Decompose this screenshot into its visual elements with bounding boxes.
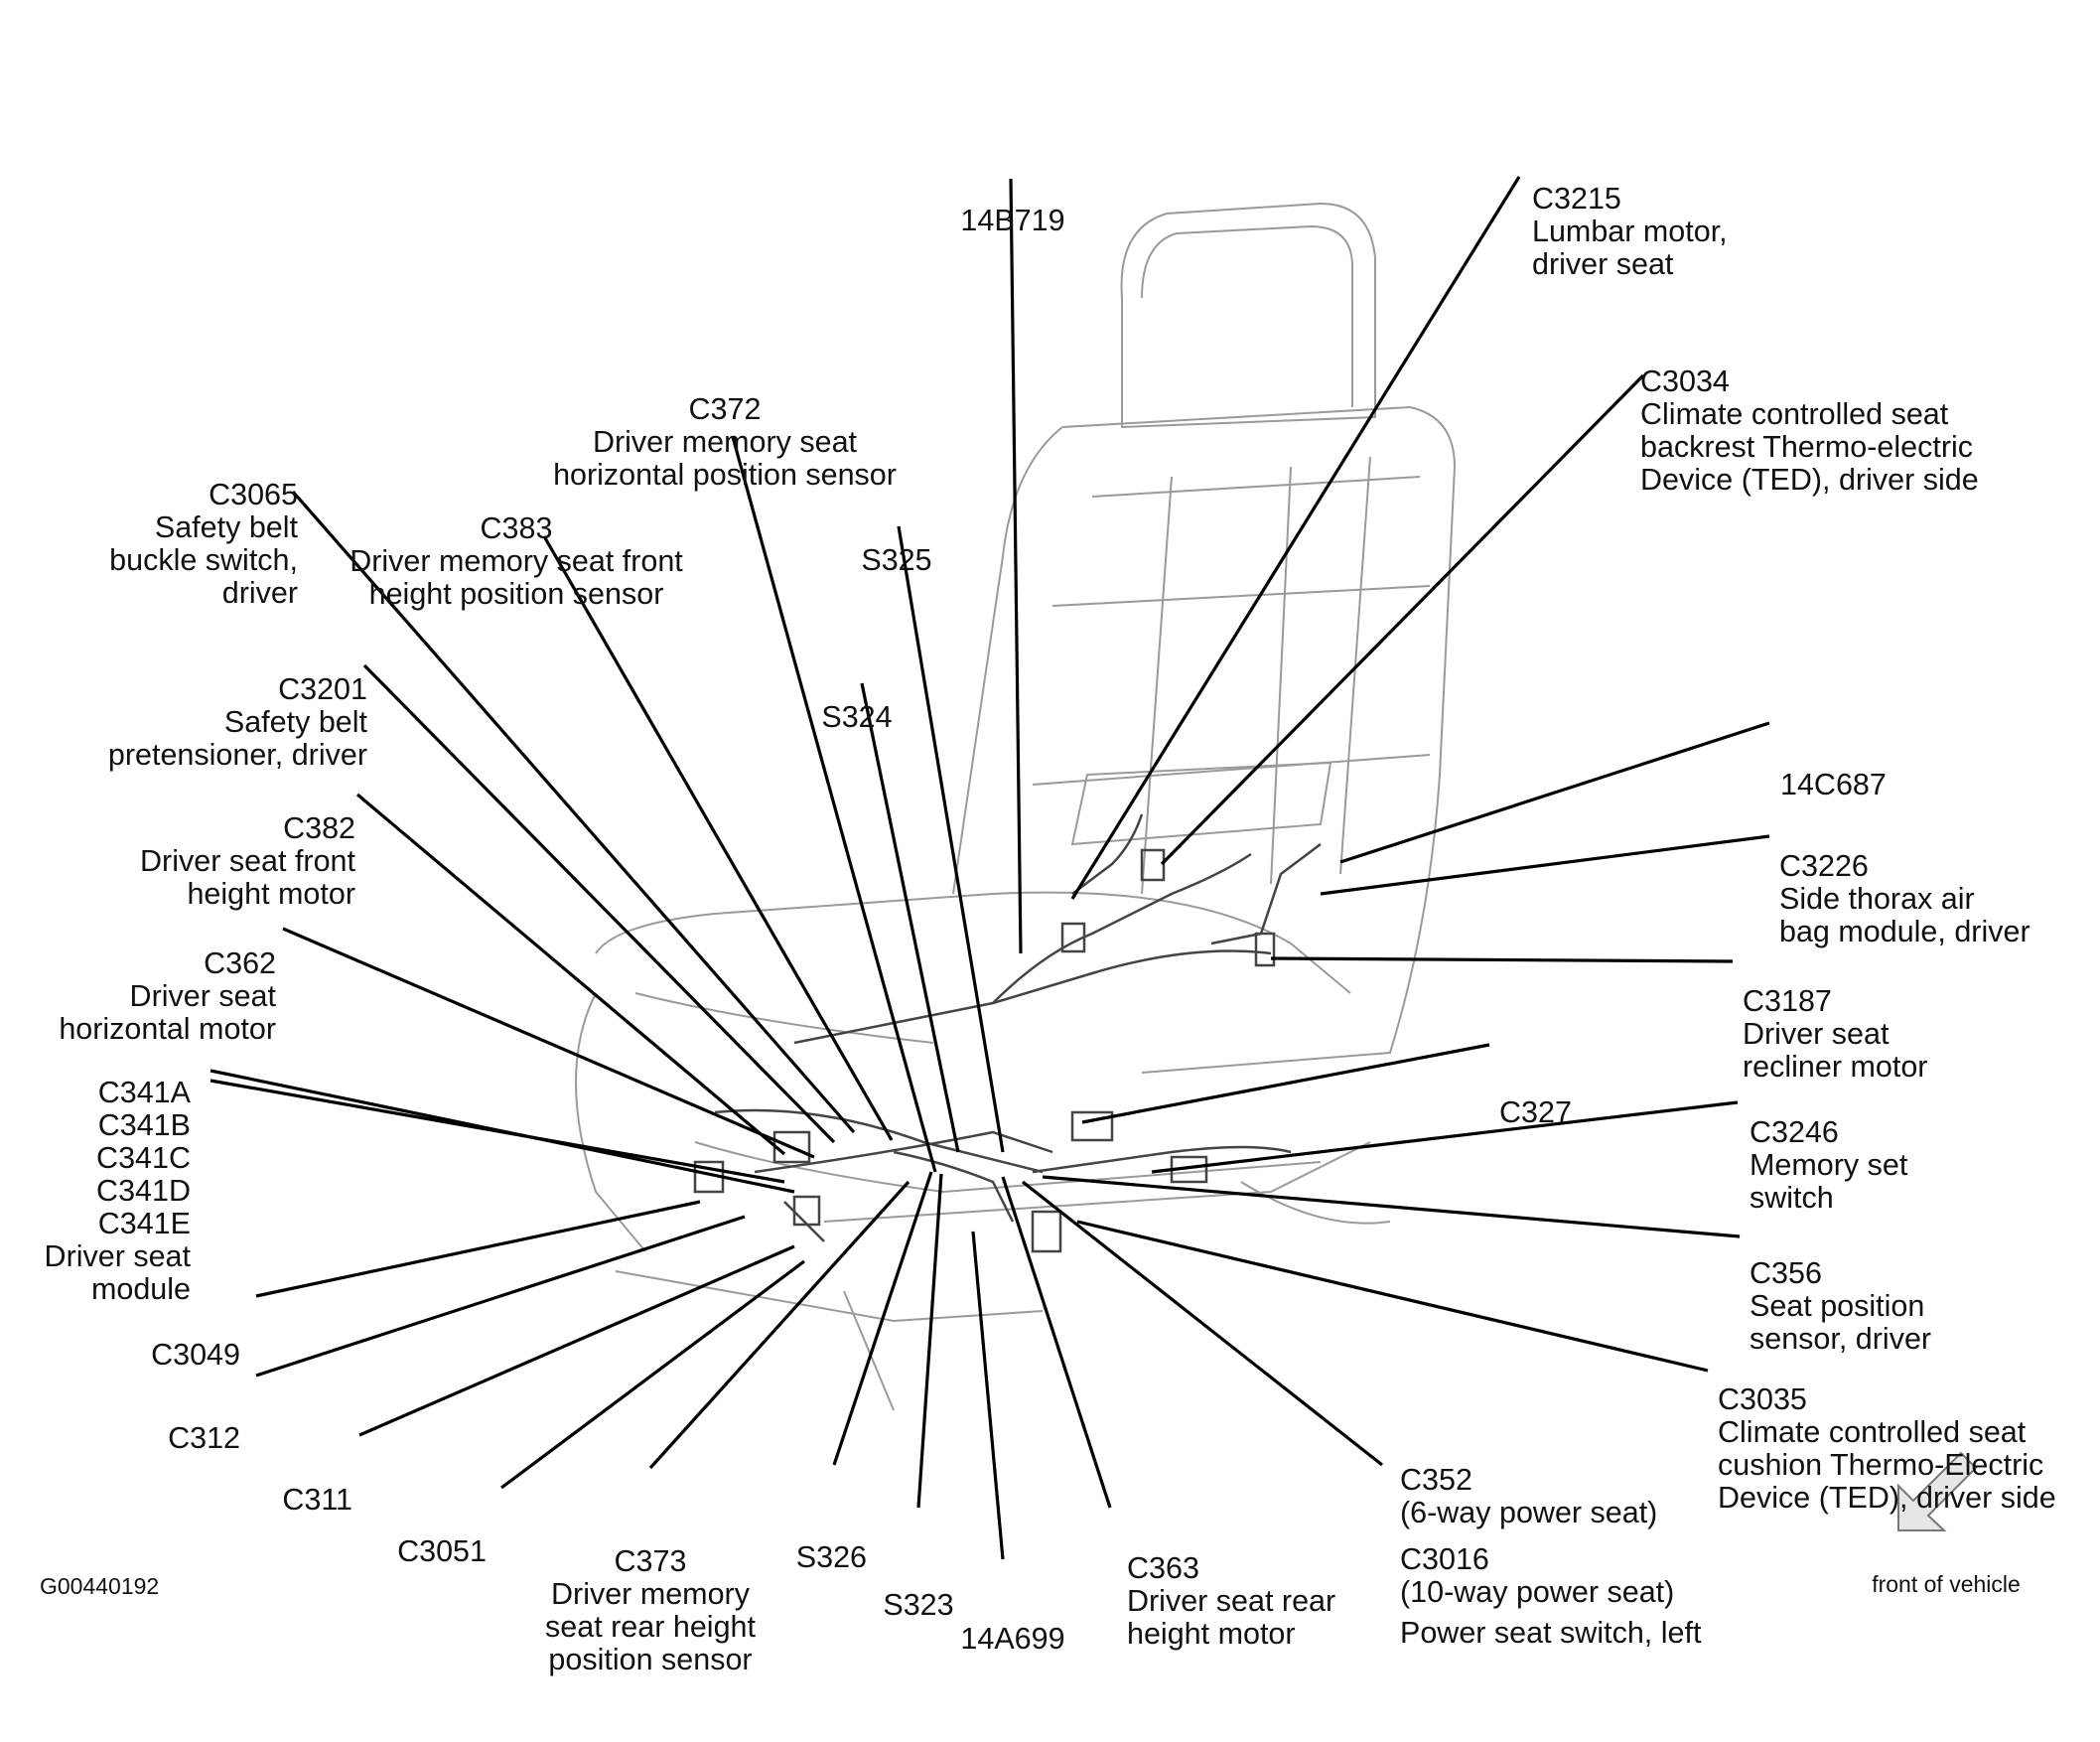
label-power-seat-switch: Power seat switch, left: [1400, 1616, 1702, 1650]
leader-c3035: [1076, 1220, 1709, 1373]
leader-s325: [897, 525, 1005, 1153]
label-s324: S324: [821, 700, 893, 734]
leader-c311: [358, 1244, 795, 1437]
leader-c341b: [210, 1079, 785, 1184]
leader-s323: [916, 1173, 943, 1509]
front-of-vehicle-label: front of vehicle: [1872, 1571, 2021, 1597]
leader-c3034: [1160, 373, 1645, 866]
leader-s324: [860, 682, 960, 1153]
leader-c362: [282, 927, 815, 1159]
label-c3016: C3016(10-way power seat): [1400, 1542, 1675, 1609]
label-14c687: 14C687: [1780, 768, 1887, 801]
leader-c3049: [255, 1200, 701, 1298]
leader-c3051: [500, 1259, 805, 1490]
label-c327: C327: [1499, 1095, 1572, 1129]
leader-c373: [648, 1180, 910, 1470]
leader-c3215: [1070, 176, 1521, 900]
leader-c327: [1081, 1043, 1490, 1124]
label-14a699: 14A699: [960, 1622, 1065, 1656]
leader-c382: [355, 793, 786, 1156]
leader-c3226: [1320, 834, 1770, 896]
leader-c3065: [291, 490, 856, 1134]
leader-c312: [255, 1215, 746, 1378]
leader-14c687: [1339, 721, 1770, 864]
label-c312: C312: [168, 1421, 240, 1455]
label-s323: S323: [883, 1588, 954, 1622]
leader-c3246: [1151, 1100, 1739, 1174]
leader-c363: [1001, 1176, 1112, 1509]
leader-c383: [542, 535, 894, 1141]
figure-id: G00440192: [40, 1573, 160, 1599]
leader-14a699: [971, 1231, 1005, 1560]
label-c3051: C3051: [397, 1534, 487, 1568]
leader-s326: [832, 1171, 933, 1466]
leader-c3187: [1270, 956, 1734, 963]
label-c311: C311: [282, 1483, 352, 1517]
leader-c352: [1022, 1180, 1383, 1467]
leader-c356: [1042, 1175, 1741, 1238]
leader-c372: [731, 436, 937, 1173]
label-14b719: 14B719: [960, 204, 1065, 237]
leader-c3201: [362, 663, 836, 1144]
front-of-vehicle-arrow-icon: [1897, 1451, 1978, 1531]
leader-14b719: [1009, 178, 1023, 954]
label-c3049: C3049: [151, 1338, 240, 1372]
seat-illustration: [210, 176, 1978, 1560]
label-s326: S326: [795, 1540, 867, 1574]
label-s325: S325: [861, 543, 932, 577]
label-c352: C352(6-way power seat): [1400, 1463, 1658, 1529]
